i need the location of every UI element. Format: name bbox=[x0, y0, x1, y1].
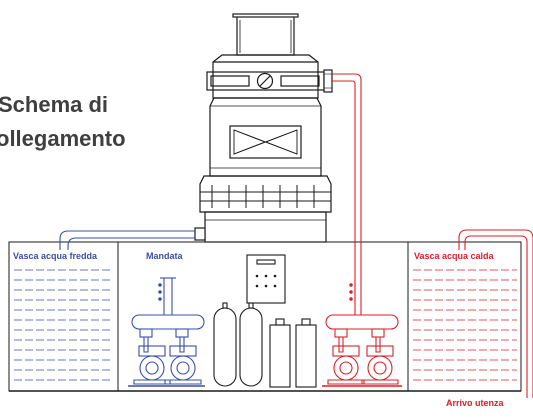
label-cold-tank: Vasca acqua fredda bbox=[13, 251, 98, 261]
title-line-2: ollegamento bbox=[0, 126, 126, 151]
cold-header-pipe bbox=[131, 314, 205, 330]
hot-pump-1 bbox=[327, 328, 365, 385]
label-delivery: Mandata bbox=[146, 251, 184, 261]
filter-vessel-1 bbox=[269, 318, 291, 388]
hot-pump-2 bbox=[361, 328, 399, 385]
fan-stack-cap bbox=[232, 13, 299, 18]
hot-riser-pipe bbox=[332, 73, 362, 315]
fan-stack bbox=[236, 17, 295, 56]
label-user-supply: Arrivo utenza bbox=[446, 398, 505, 408]
tower-fill-section bbox=[209, 97, 322, 177]
cold-pump-1 bbox=[133, 328, 171, 385]
cold-pump-2 bbox=[164, 328, 202, 385]
title-line-1: Schema di bbox=[0, 92, 109, 117]
cooling-tower bbox=[194, 13, 333, 243]
cold-pump-group bbox=[128, 277, 205, 387]
air-inlet-louver bbox=[229, 125, 302, 159]
control-panel bbox=[246, 254, 286, 304]
tank-frame bbox=[8, 241, 522, 392]
expansion-vessel-1 bbox=[213, 302, 237, 387]
label-hot-tank: Vasca acqua calda bbox=[414, 251, 495, 261]
hot-pump-group bbox=[322, 283, 402, 387]
cold-return-pipe bbox=[59, 230, 195, 250]
hot-tank-water bbox=[413, 269, 517, 381]
vessels bbox=[213, 302, 317, 388]
cold-tank-water bbox=[14, 269, 113, 381]
tower-basin bbox=[199, 175, 332, 213]
hot-header-pipe bbox=[325, 314, 399, 330]
expansion-vessel-2 bbox=[239, 302, 263, 387]
filter-vessel-2 bbox=[295, 318, 317, 388]
tower-support bbox=[204, 211, 327, 243]
